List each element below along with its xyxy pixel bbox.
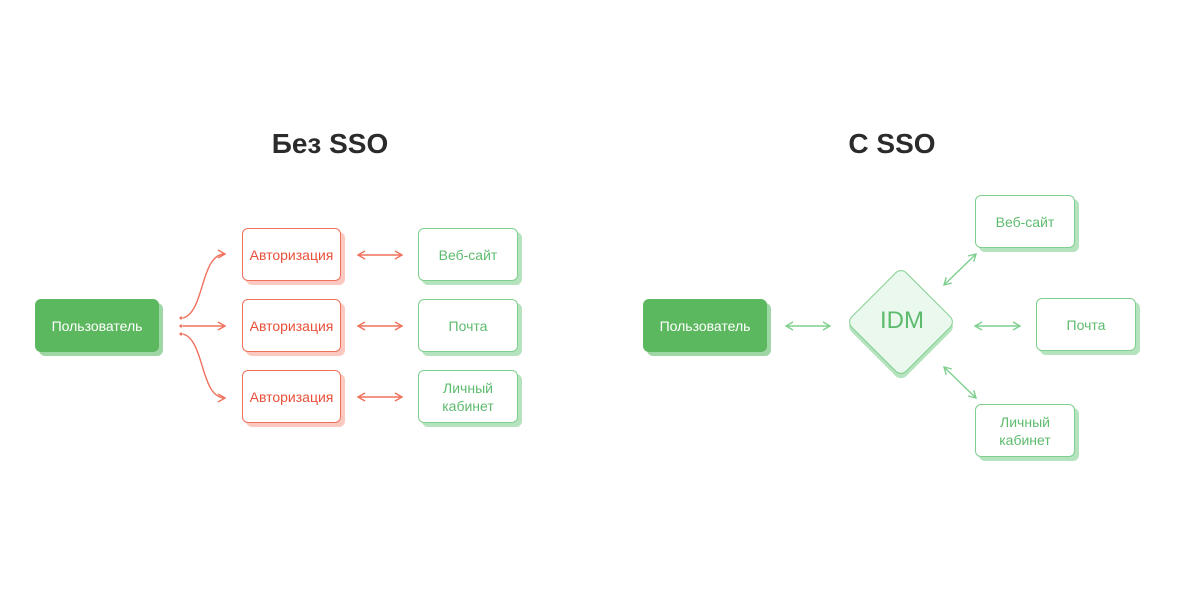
auth-node-3: Авторизация <box>242 370 341 423</box>
service-node-website-right: Веб-сайт <box>975 195 1075 248</box>
service-node-cabinet-right: Личный кабинет <box>975 404 1075 457</box>
title-without-sso: Без SSO <box>271 128 389 159</box>
service-node-website-left: Веб-сайт <box>418 228 518 281</box>
auth-service-arrows <box>356 250 404 402</box>
idm-label: IDM <box>880 307 924 334</box>
user-node-left: Пользователь <box>35 299 159 352</box>
auth-node-2: Авторизация <box>242 299 341 352</box>
auth-node-1: Авторизация <box>242 228 341 281</box>
service-node-cabinet-left: Личный кабинет <box>418 370 518 423</box>
sso-arrows <box>784 253 1022 399</box>
fan-arrows <box>179 249 227 403</box>
service-node-mail-left: Почта <box>418 299 518 352</box>
user-node-right: Пользователь <box>643 299 767 352</box>
service-node-mail-right: Почта <box>1036 298 1136 351</box>
title-with-sso: С SSO <box>848 128 936 159</box>
